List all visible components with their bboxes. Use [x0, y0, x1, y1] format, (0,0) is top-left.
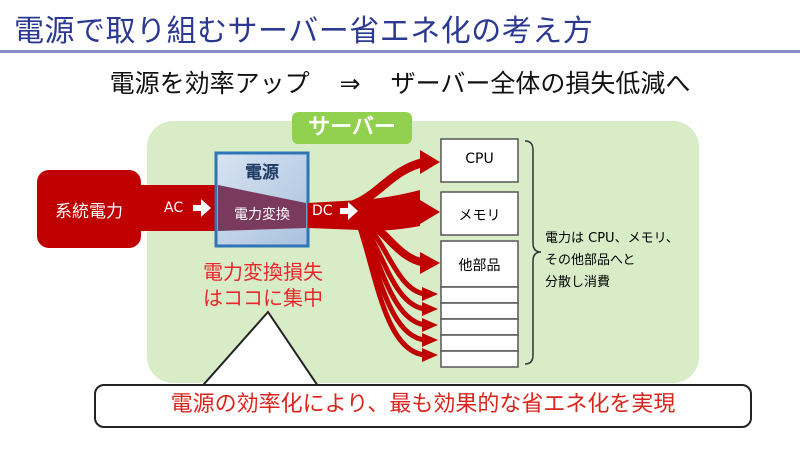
distribution-note: 電力は CPU、メモリ、 その他部品へと 分散し消費 [545, 228, 679, 294]
loss-note-line2: はココに集中 [203, 286, 323, 310]
branch-small-1 [357, 217, 428, 297]
cpu-box [440, 138, 519, 183]
ac-label: AC [164, 200, 184, 216]
distribution-brace [524, 140, 542, 365]
branch-cpu [345, 157, 430, 211]
memory-label: メモリ [458, 208, 501, 224]
distribution-note-line3: 分散し消費 [545, 275, 611, 290]
callout-pointer [196, 310, 323, 393]
memory-box [440, 191, 519, 236]
psu-title: 電源 [245, 163, 279, 183]
callout-text: 電源の効率化により、最も効果的な省エネ化を実現 [170, 392, 676, 417]
distribution-note-line1: 電力は CPU、メモリ、 [545, 231, 679, 246]
dc-arrow-icon [340, 202, 358, 220]
misc-box-5 [440, 350, 519, 368]
branch-arrows [345, 157, 430, 358]
subtitle: 電源を効率アップ ⇒ ザーバー全体の損失低減へ [0, 64, 800, 100]
grid-power-box [37, 170, 141, 248]
title-divider [0, 50, 800, 53]
page-title: 電源で取り組むサーバー省エネ化の考え方 [14, 14, 594, 49]
callout-box [94, 384, 752, 428]
branch-other [354, 214, 429, 267]
dc-label: DC [312, 203, 333, 219]
branch-small-2 [357, 219, 428, 312]
subtitle-left: 電源を効率アップ [109, 69, 310, 98]
distribution-note-line2: その他部品へと [545, 253, 636, 268]
misc-box-3 [440, 318, 519, 336]
subtitle-right: ザーバー全体の損失低減へ [390, 69, 691, 98]
branch-small-5 [357, 225, 428, 358]
implies-arrow-icon: ⇒ [339, 69, 361, 98]
psu-conversion-label: 電力変換 [234, 207, 290, 223]
misc-box-2 [440, 302, 519, 320]
misc-box-4 [440, 334, 519, 352]
cpu-label: CPU [465, 151, 494, 167]
loss-note-line1: 電力変換損失 [203, 260, 323, 284]
other-parts-label: 他部品 [458, 258, 501, 274]
branch-memory [350, 206, 430, 217]
ac-arrow-icon [193, 199, 211, 217]
psu-conversion-wedge [218, 185, 306, 231]
component-boxes [440, 138, 519, 368]
branch-arrowheads [420, 150, 440, 362]
grid-power-label: 系統電力 [55, 202, 123, 222]
misc-box-1 [440, 286, 519, 304]
server-label: サーバー [292, 112, 412, 144]
